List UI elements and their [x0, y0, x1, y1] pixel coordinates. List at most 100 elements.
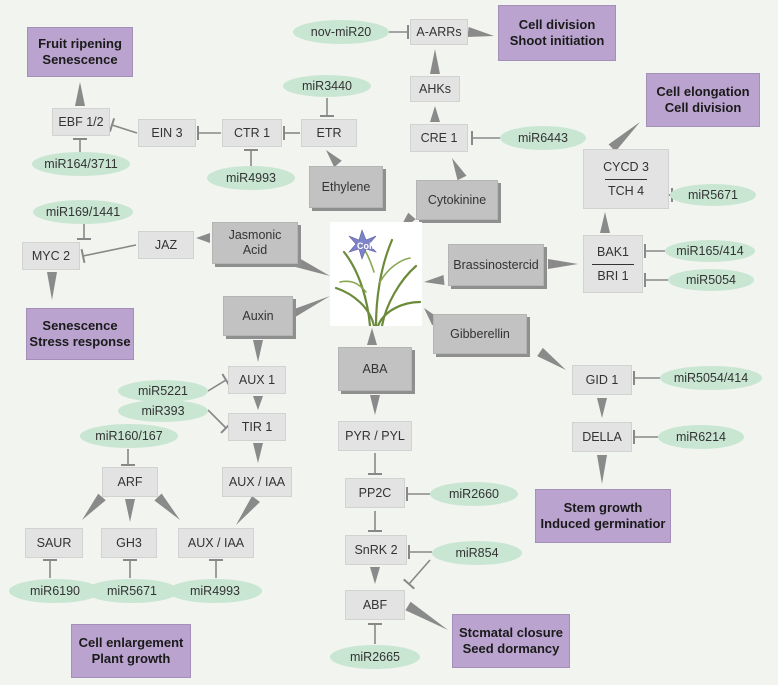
mirna-mir165: miR165/414 [665, 240, 755, 262]
gene-saur: SAUR [25, 528, 83, 558]
gene-tir1: TIR 1 [228, 413, 286, 441]
activation-arrow [75, 82, 85, 106]
activation-arrow [370, 395, 380, 415]
hormone-jasmonic-acid: Jasmonic Acid [212, 222, 298, 264]
gene-cre1: CRE 1 [410, 124, 468, 152]
inhibition-connector [111, 124, 138, 134]
gene-cycd3: CYCD 3 [603, 159, 649, 174]
mirna-mir5671-bottom: miR5671 [85, 579, 179, 603]
activation-arrow [597, 398, 607, 418]
gene-della: DELLA [572, 422, 632, 452]
mirna-mir3440: miR3440 [283, 75, 371, 97]
gene-myc2: MYC 2 [22, 242, 80, 270]
gene-bri1: BRI 1 [597, 268, 629, 283]
cold-stressed-plant-image [330, 222, 422, 326]
mirna-mir4993-bottom: miR4993 [168, 579, 262, 603]
outcome-cell-enlargement: Cell enlargement Plant growth [71, 624, 191, 678]
gene-cycd3-tch4: CYCD 3 TCH 4 [583, 149, 669, 209]
activation-arrow [196, 233, 210, 243]
mirna-mir5671-right: miR5671 [670, 184, 756, 206]
gene-snrk2: SnRK 2 [345, 535, 407, 565]
gene-pyr-pyl: PYR / PYL [338, 421, 412, 451]
activation-arrow [253, 396, 263, 410]
mirna-mir5054-414: miR5054/414 [660, 366, 762, 390]
gene-ein3: EIN 3 [138, 119, 196, 147]
gene-ebf: EBF 1/2 [52, 108, 110, 136]
activation-arrow [467, 27, 494, 37]
mirna-mir4993-top: miR4993 [207, 166, 295, 190]
activation-arrow [236, 495, 260, 525]
divider [592, 263, 634, 265]
activation-arrow [367, 328, 377, 345]
activation-arrow [424, 275, 445, 285]
activation-arrow [294, 257, 330, 276]
activation-arrow [597, 455, 607, 484]
activation-arrow [537, 347, 566, 370]
activation-arrow [600, 212, 610, 233]
plant-illustration [334, 229, 422, 326]
outcome-cell-division: Cell division Shoot initiation [498, 5, 616, 61]
gene-gid1: GID 1 [572, 365, 632, 395]
gene-tch4: TCH 4 [607, 183, 645, 198]
inhibition-connector [207, 409, 227, 429]
gene-arf: ARF [102, 467, 158, 497]
hormone-gibberellin: Gibberellin [433, 314, 527, 354]
gene-aux-iaa-1: AUX / IAA [222, 467, 292, 497]
mirna-nov-mir20: nov-miR20 [293, 20, 389, 44]
outcome-stem-growth: Stem growth Induced germinatior [535, 489, 671, 543]
gene-aux-iaa-2: AUX / IAA [178, 528, 254, 558]
activation-arrow [548, 259, 578, 269]
activation-arrow [47, 272, 57, 300]
hormone-cytokinine: Cytokinine [416, 180, 498, 220]
gene-a-arrs: A-ARRs [410, 19, 468, 45]
gene-etr: ETR [301, 119, 357, 147]
activation-arrow [452, 158, 467, 181]
gene-jaz: JAZ [138, 231, 194, 259]
cold-label: Cold [357, 241, 377, 251]
hormone-auxin: Auxin [223, 296, 293, 336]
activation-arrow [405, 601, 448, 630]
activation-arrow [253, 443, 263, 463]
mirna-mir6214: miR6214 [658, 425, 744, 449]
mirna-mir6443: miR6443 [500, 126, 586, 150]
gene-ahks: AHKs [410, 76, 460, 102]
inhibition-connector [408, 559, 431, 585]
outcome-cell-elongation: Cell elongation Cell division [646, 73, 760, 127]
gene-gh3: GH3 [101, 528, 157, 558]
inhibition-bar [80, 248, 86, 264]
inhibition-connector [82, 244, 137, 257]
activation-arrow [281, 296, 330, 323]
gene-abf: ABF [345, 590, 405, 620]
activation-arrow [253, 340, 263, 362]
hormone-ethylene: Ethylene [309, 166, 383, 208]
inhibition-bar [108, 118, 116, 132]
inhibition-bar [403, 578, 415, 590]
mirna-mir164: miR164/3711 [32, 152, 130, 176]
gene-pp2c: PP2C [345, 478, 405, 508]
mirna-mir854: miR854 [432, 541, 522, 565]
activation-arrow [154, 493, 180, 520]
activation-arrow [82, 493, 106, 520]
mirna-mir2665: miR2665 [330, 645, 420, 669]
mirna-mir5054: miR5054 [668, 269, 754, 291]
mirna-mir169: miR169/1441 [33, 200, 133, 224]
mirna-mir2660: miR2660 [430, 482, 518, 506]
mirna-mir5221: miR5221 [118, 380, 208, 402]
outcome-senescence-stress: Senescence Stress response [26, 308, 134, 360]
activation-arrow [125, 499, 135, 522]
gene-bak1: BAK1 [597, 244, 629, 259]
divider [605, 178, 647, 180]
activation-arrow [370, 567, 380, 584]
hormone-brassinosteroid: Brassinostercid [448, 244, 544, 286]
mirna-mir393: miR393 [118, 400, 208, 422]
hormone-aba: ABA [338, 347, 412, 391]
activation-arrow [326, 150, 342, 168]
gene-bak1-bri1: BAK1 BRI 1 [583, 235, 643, 293]
mirna-mir160: miR160/167 [80, 424, 178, 448]
gene-aux1: AUX 1 [228, 366, 286, 394]
inhibition-connector [207, 379, 227, 392]
activation-arrow [608, 122, 640, 152]
outcome-fruit-ripening: Fruit ripening Senescence [27, 27, 133, 77]
